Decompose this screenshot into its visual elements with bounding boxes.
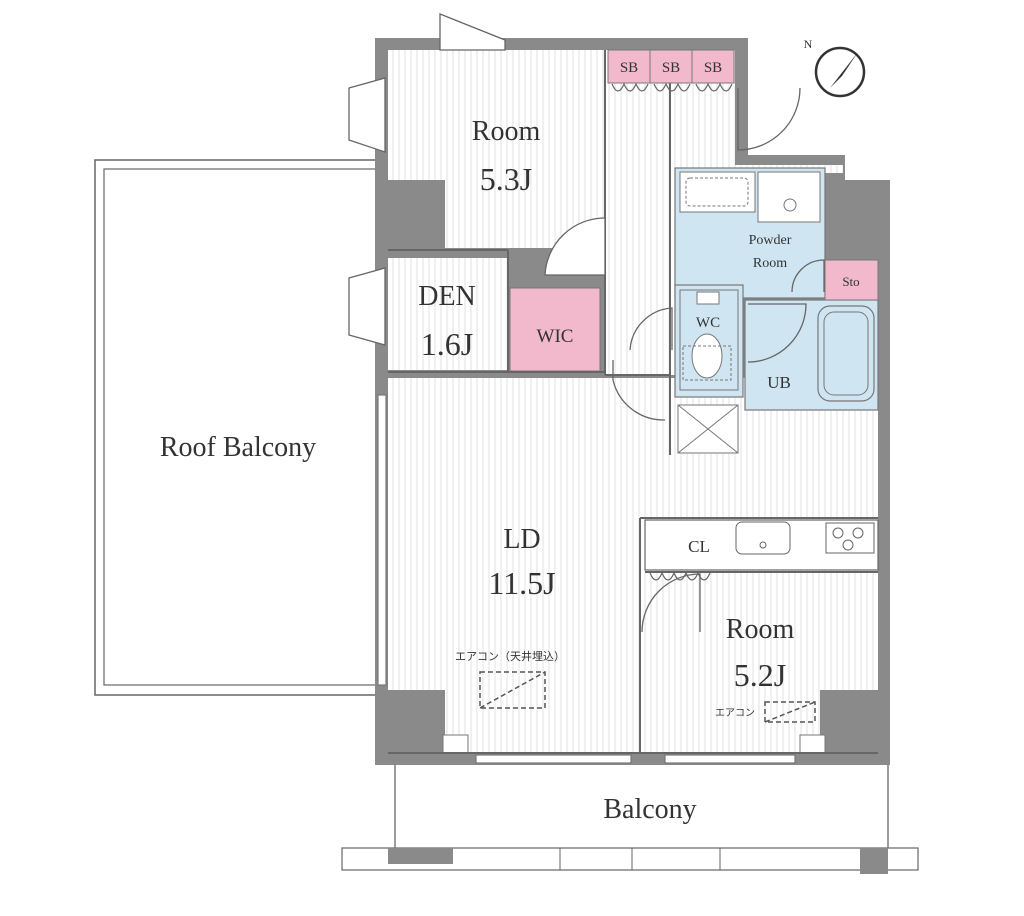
- cl-label: CL: [688, 537, 710, 556]
- roof-balcony-label: Roof Balcony: [160, 432, 316, 463]
- room-north-size: 5.3J: [480, 161, 532, 197]
- compass-label: N: [804, 37, 813, 51]
- roof-balcony-area: [94, 159, 381, 696]
- ub-label: UB: [767, 373, 791, 392]
- ld-size: 11.5J: [488, 565, 555, 601]
- aircon-note: エアコン: [715, 708, 755, 719]
- kitchen-counter: [644, 519, 879, 571]
- windows: [377, 394, 796, 764]
- room-south-name: Room: [726, 614, 795, 645]
- den-size: 1.6J: [421, 326, 473, 362]
- wic-label: WIC: [537, 326, 574, 347]
- partitions: [388, 50, 878, 754]
- sb-label-1: SB: [620, 60, 638, 76]
- aircon-units: [479, 671, 816, 723]
- wet-area: [674, 167, 879, 454]
- room-labels: Room 5.3J DEN 1.6J WIC Roof Balcony LD 1…: [160, 60, 860, 825]
- balcony-area: [341, 765, 919, 874]
- powder-room-label-2: Room: [753, 256, 787, 271]
- closet-folding-doors: [611, 82, 733, 581]
- den-name: DEN: [418, 281, 476, 312]
- room-north-name: Room: [472, 116, 541, 147]
- sto-label: Sto: [842, 274, 859, 289]
- powder-room-label-1: Powder: [749, 233, 792, 248]
- wc-label: WC: [696, 315, 720, 331]
- doors: [348, 13, 825, 633]
- sb-label-3: SB: [704, 60, 722, 76]
- sb-label-2: SB: [662, 60, 680, 76]
- ld-name: LD: [503, 524, 540, 555]
- room-south-size: 5.2J: [734, 657, 786, 693]
- aircon-ceiling-note: エアコン（天井埋込）: [455, 649, 565, 663]
- compass-icon: N: [804, 37, 866, 98]
- balcony-label: Balcony: [603, 794, 696, 825]
